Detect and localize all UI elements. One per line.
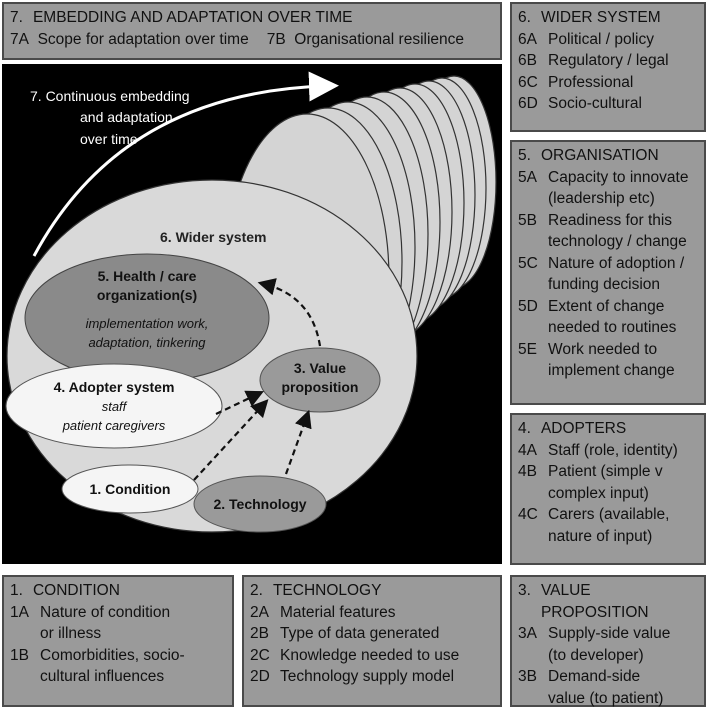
arrow-technology-to-value bbox=[284, 409, 312, 475]
box7-a-code: 7A bbox=[10, 30, 29, 48]
box-embedding-adaptation: 7. EMBEDDING AND ADAPTATION OVER TIME 7A… bbox=[2, 2, 502, 60]
box2-num: 2. bbox=[250, 582, 263, 599]
condition-ellipse bbox=[61, 464, 199, 514]
box1-title: CONDITION bbox=[32, 582, 120, 599]
health-label-2: organization(s) bbox=[97, 287, 197, 303]
nasss-diagram: 7. Continuous embedding and adaptation o… bbox=[5, 71, 497, 533]
box3-num: 3. bbox=[518, 582, 531, 599]
embedding-arrow bbox=[32, 71, 339, 257]
box2-title: TECHNOLOGY bbox=[272, 582, 382, 599]
diagram-panel: 7. Continuous embedding and adaptation o… bbox=[2, 64, 502, 564]
box3-title: VALUE PROPOSITION bbox=[540, 582, 649, 621]
arrow-adopter-to-value bbox=[215, 390, 264, 415]
wider-system-label: 6. Wider system bbox=[160, 229, 266, 245]
box1-num: 1. bbox=[10, 582, 23, 599]
box6-title: WIDER SYSTEM bbox=[540, 9, 661, 26]
box7-num: 7. bbox=[10, 9, 23, 26]
value-label-2: proposition bbox=[282, 379, 359, 395]
adopter-label-1: 4. Adopter system bbox=[54, 379, 175, 395]
adopter-system-ellipse bbox=[5, 363, 223, 449]
box5-num: 5. bbox=[518, 147, 531, 164]
box7-a-text: Scope for adaptation over time bbox=[37, 30, 249, 48]
box4-num: 4. bbox=[518, 420, 531, 437]
arrow-label-1: 7. Continuous embedding bbox=[30, 88, 190, 104]
dashed-arrows bbox=[193, 278, 322, 481]
value-label-1: 3. Value bbox=[294, 360, 346, 376]
condition-label: 1. Condition bbox=[90, 481, 171, 497]
value-proposition-ellipse bbox=[259, 347, 381, 413]
box7-title: EMBEDDING AND ADAPTATION OVER TIME bbox=[32, 9, 353, 26]
arrow-label-3: over time bbox=[80, 131, 138, 147]
box4-title: ADOPTERS bbox=[540, 420, 627, 437]
arrow-label-2: and adaptation bbox=[80, 109, 173, 125]
technology-ellipse bbox=[193, 475, 327, 533]
health-label-1: 5. Health / care bbox=[98, 268, 197, 284]
health-label-4: adaptation, tinkering bbox=[88, 335, 206, 350]
adopter-label-3: patient caregivers bbox=[62, 418, 166, 433]
arrow-value-to-health bbox=[257, 278, 322, 347]
box5-title: ORGANISATION bbox=[540, 147, 659, 164]
box6-num: 6. bbox=[518, 9, 531, 26]
adopter-label-2: staff bbox=[102, 399, 128, 414]
box7-b-text: Organisational resilience bbox=[294, 30, 465, 48]
health-label-3: implementation work, bbox=[86, 316, 209, 331]
technology-label: 2. Technology bbox=[213, 496, 306, 512]
box7-b-code: 7B bbox=[266, 30, 286, 48]
arrow-condition-to-value bbox=[193, 399, 269, 481]
